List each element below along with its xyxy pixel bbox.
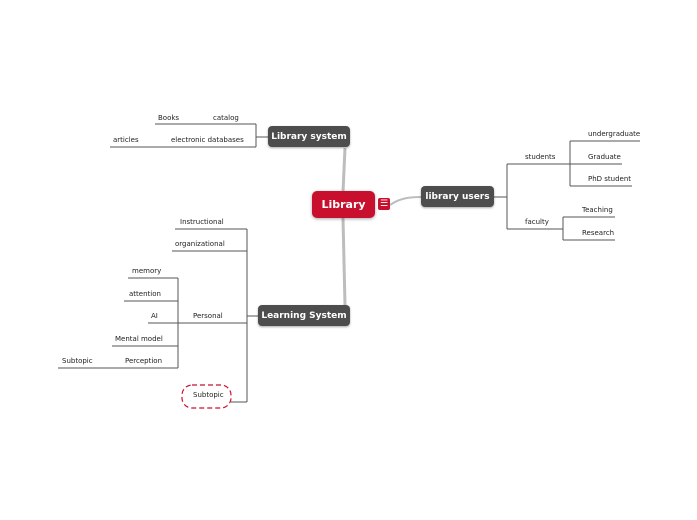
root-topic-library[interactable]: Library	[312, 191, 375, 218]
connector-root-library-system	[341, 147, 347, 193]
subtopic-memory[interactable]: memory	[132, 267, 162, 275]
connector-students-bus	[562, 141, 571, 186]
subtopic-research[interactable]: Research	[582, 229, 615, 237]
subtopic-personal[interactable]: Personal	[193, 312, 223, 320]
subtopic-phd-student[interactable]: PhD student	[588, 175, 632, 183]
connector-root-library-users	[389, 196, 422, 206]
connector-root-learning-system	[341, 217, 347, 306]
subtopic-organizational[interactable]: organizational	[175, 240, 225, 248]
subtopic-catalog[interactable]: catalog	[213, 114, 239, 122]
subtopic-attention[interactable]: attention	[129, 290, 161, 298]
connector-learning-system-bus	[246, 229, 258, 402]
notes-icon[interactable]: ☰	[378, 198, 390, 210]
subtopic-ai[interactable]: AI	[151, 312, 158, 320]
subtopic-faculty[interactable]: faculty	[525, 218, 549, 226]
subtopic-mental-model[interactable]: Mental model	[115, 335, 163, 343]
connector-faculty-bus	[562, 217, 564, 240]
topic-learning-system[interactable]: Learning System	[258, 305, 350, 326]
topic-library-users[interactable]: library users	[421, 186, 494, 207]
subtopic-perception[interactable]: Perception	[125, 357, 163, 365]
subtopic-students[interactable]: students	[525, 153, 556, 161]
subtopic-graduate[interactable]: Graduate	[588, 153, 621, 161]
connector-library-users-bus	[494, 164, 508, 229]
floating-subtopic[interactable]: Subtopic	[193, 391, 224, 399]
subtopic-electronic-databases[interactable]: electronic databases	[171, 136, 244, 144]
subtopic-books[interactable]: Books	[158, 114, 180, 122]
subtopic-articles[interactable]: articles	[113, 136, 139, 144]
subtopic-perception-subtopic[interactable]: Subtopic	[62, 357, 93, 365]
subtopic-instructional[interactable]: Instructional	[180, 218, 224, 226]
subtopic-teaching[interactable]: Teaching	[582, 206, 613, 214]
subtopic-undergraduate[interactable]: undergraduate	[588, 130, 641, 138]
connector-library-system-bus	[255, 124, 268, 147]
topic-library-system[interactable]: Library system	[268, 126, 350, 147]
connector-personal-bus	[177, 278, 190, 368]
